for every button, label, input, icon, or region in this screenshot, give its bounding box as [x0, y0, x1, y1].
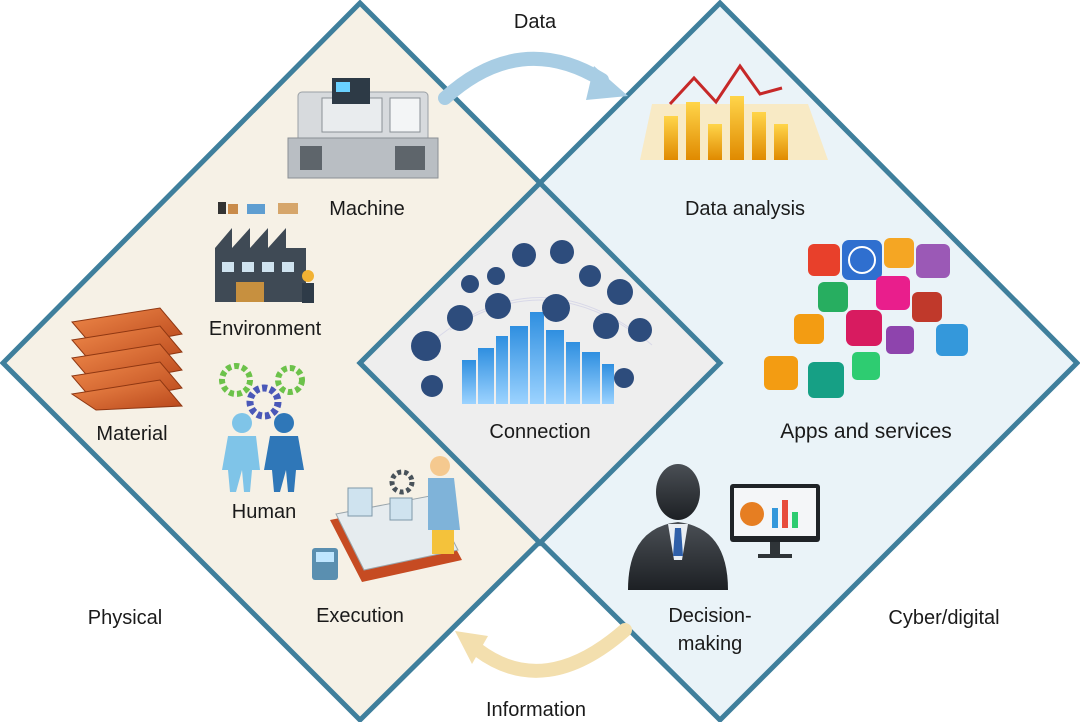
connection-label: Connection — [489, 421, 590, 443]
material-stack-icon — [70, 307, 184, 411]
logistics-mini-icons — [218, 202, 298, 214]
data-flow-label: Data — [514, 11, 557, 33]
execution-label: Execution — [316, 605, 404, 627]
physical-zone-label: Physical — [88, 607, 162, 629]
factory-icon — [215, 202, 314, 303]
decision-label-line1: Decision- — [668, 605, 751, 627]
decision-label-line2: making — [678, 633, 742, 655]
material-label: Material — [96, 423, 167, 445]
environment-label: Environment — [209, 318, 322, 340]
assembly-line-icon — [312, 456, 462, 582]
information-flow-label: Information — [486, 699, 586, 721]
data-analysis-label: Data analysis — [685, 198, 805, 220]
apps-services-label: Apps and services — [780, 420, 952, 443]
iot-city-icon — [411, 240, 653, 404]
data-arrow — [438, 51, 628, 105]
cyber-zone-label: Cyber/digital — [888, 607, 999, 629]
app-cubes-icon — [764, 238, 968, 398]
workers-gears-icon — [219, 363, 305, 492]
machine-label: Machine — [329, 198, 405, 220]
businessman-monitor-icon — [628, 464, 820, 590]
cnc-machine-icon — [287, 78, 439, 179]
information-arrow — [455, 623, 632, 678]
bar-chart-icon — [640, 63, 828, 160]
human-label: Human — [232, 501, 296, 523]
